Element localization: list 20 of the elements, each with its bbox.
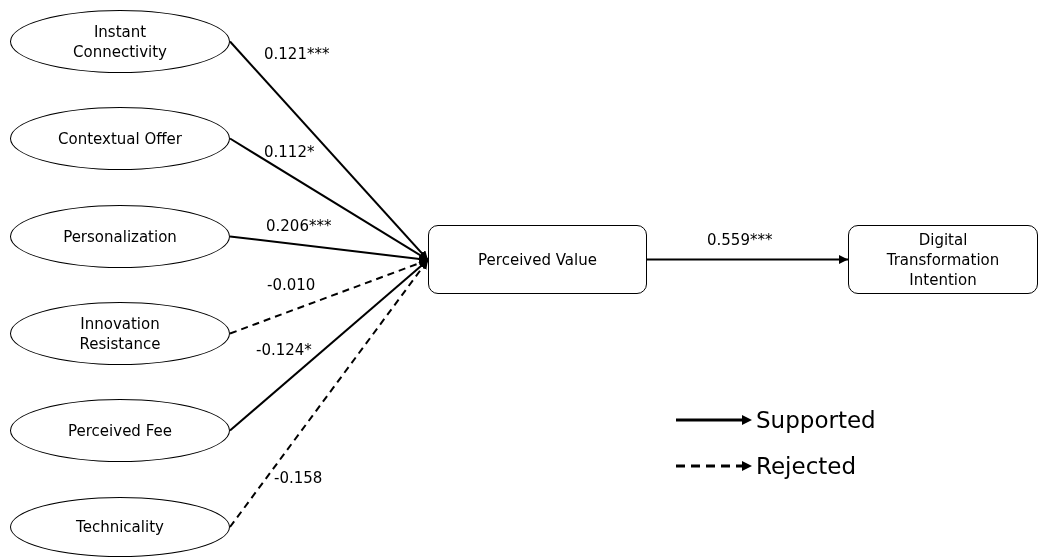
construct-box: Digital Transformation Intention <box>848 225 1038 294</box>
latent-variable-ellipse: Innovation Resistance <box>10 302 230 365</box>
edge-label: -0.158 <box>274 468 323 488</box>
edge-label: -0.124* <box>256 340 312 360</box>
arrow <box>229 40 429 261</box>
latent-variable-ellipse: Perceived Fee <box>10 399 230 462</box>
arrow <box>646 255 849 264</box>
arrow <box>229 259 429 528</box>
edge-label: 0.206*** <box>266 216 332 236</box>
legend-label: Rejected <box>756 452 857 481</box>
latent-variable-ellipse: Technicality <box>10 497 230 557</box>
edge-label: 0.121*** <box>264 44 330 64</box>
latent-variable-ellipse: Personalization <box>10 205 230 268</box>
latent-variable-ellipse: Instant Connectivity <box>10 10 230 73</box>
legend-label: Supported <box>756 406 876 435</box>
construct-box: Perceived Value <box>428 225 647 294</box>
latent-variable-ellipse: Contextual Offer <box>10 107 230 170</box>
edge-label: 0.559*** <box>707 230 773 250</box>
edge-label: 0.112* <box>264 142 315 162</box>
edge-label: -0.010 <box>267 275 316 295</box>
